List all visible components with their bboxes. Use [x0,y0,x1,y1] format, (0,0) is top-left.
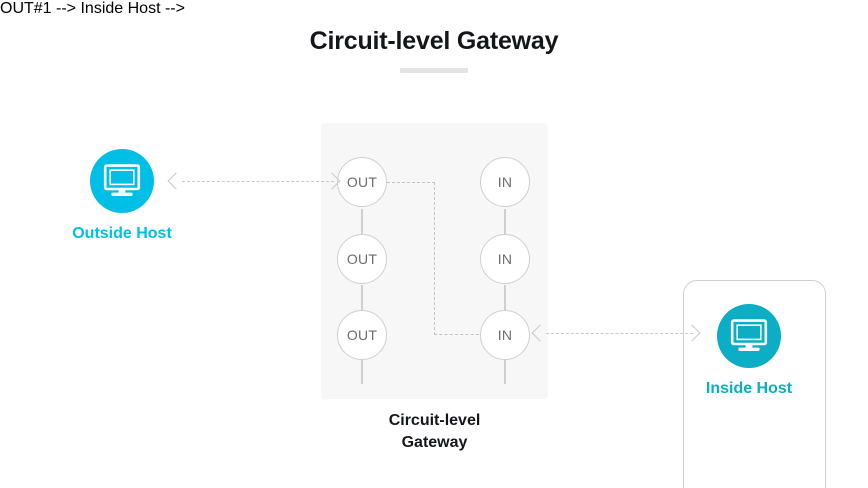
circuit-route-segment-bottom [434,334,479,335]
gateway-caption-line2: Gateway [401,434,468,451]
node-in-1-label: IN [497,174,513,190]
inside-connector-line [546,333,693,334]
node-out-1[interactable]: OUT [337,157,387,207]
node-out-3[interactable]: OUT [337,310,387,360]
outside-connector-line [182,181,334,182]
circuit-route-segment-top [387,182,435,183]
node-in-3[interactable]: IN [480,310,530,360]
inside-host-disc [717,304,781,368]
inside-host-label: Inside Host [705,380,793,397]
page-title: Circuit-level Gateway [309,27,559,55]
in-column-line-bottom [504,360,506,384]
circuit-route-segment-down [434,182,435,335]
node-in-2-label: IN [497,251,513,267]
gateway-caption: Circuit-level Gateway [321,410,548,454]
gateway-caption-line1: Circuit-level [388,412,481,429]
node-out-2-label: OUT [346,251,378,267]
monitor-icon [103,164,141,196]
node-in-1[interactable]: IN [480,157,530,207]
outside-host-label: Outside Host [72,225,172,242]
node-out-1-label: OUT [346,174,378,190]
out-column-line-bottom [361,360,363,384]
monitor-icon [730,319,768,351]
node-out-3-label: OUT [346,327,378,343]
outside-host[interactable]: Outside Host [72,149,187,243]
inside-host[interactable]: Inside Host [706,304,812,398]
title-divider [400,68,468,73]
node-in-3-label: IN [497,327,513,343]
gateway-loop-path [683,280,826,488]
gateway-panel: OUT OUT OUT IN IN IN [321,123,826,488]
node-in-2[interactable]: IN [480,234,530,284]
outside-host-disc [90,149,154,213]
node-out-2[interactable]: OUT [337,234,387,284]
